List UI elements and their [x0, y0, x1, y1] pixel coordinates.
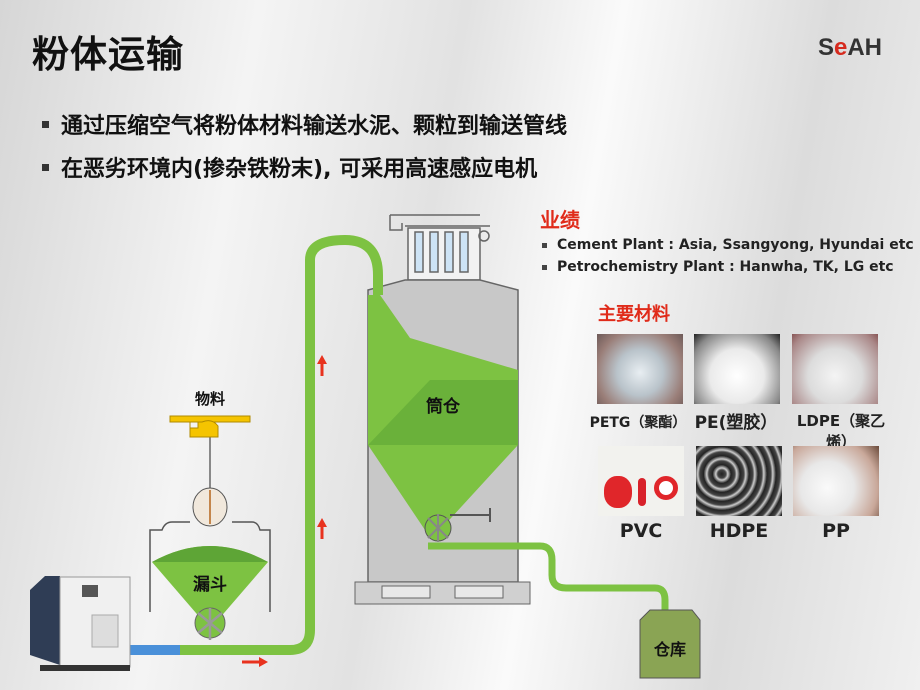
flow-arrow-right-icon	[242, 657, 268, 667]
hopper-label: 漏斗	[193, 575, 227, 595]
materials-heading: 主要材料	[598, 304, 670, 325]
bullet-text: 在恶劣环境内(掺杂铁粉末), 可采用高速感应电机	[61, 157, 538, 182]
conveying-pipe	[180, 234, 383, 655]
flow-arrow-up-icon	[317, 355, 327, 376]
seah-logo: SeAH	[817, 34, 882, 61]
achievement-item: Petrochemistry Plant : Hanwha, TK, LG et…	[542, 259, 894, 275]
material-label: PP	[822, 520, 850, 542]
air-compressor	[30, 576, 131, 671]
bullet-item: 通过压缩空气将粉体材料输送水泥、颗粒到输送管线	[42, 108, 567, 140]
pp-photo	[793, 446, 879, 516]
warehouse-label: 仓库	[653, 640, 686, 659]
material-label: PE(塑胶）	[694, 413, 778, 433]
material-inlet	[169, 415, 251, 438]
achievement-item: Cement Plant : Asia, Ssangyong, Hyundai …	[542, 237, 914, 253]
pe-photo	[694, 334, 780, 404]
material-label: PVC	[619, 520, 663, 542]
hopper	[149, 521, 271, 640]
warehouse	[639, 609, 701, 679]
flow-arrow-up-icon	[317, 518, 327, 539]
pvc-photo	[598, 446, 684, 516]
hdpe-photo	[696, 446, 782, 516]
material-label: 物料	[195, 390, 225, 408]
material-label: PETG（聚酯）	[589, 415, 687, 431]
silo	[354, 279, 531, 605]
petg-photo	[597, 334, 683, 404]
material-label: HDPE	[709, 520, 769, 542]
achievements-heading: 业绩	[540, 208, 580, 232]
bullet-item: 在恶劣环境内(掺杂铁粉末), 可采用高速感应电机	[42, 151, 537, 183]
page-title: 粉体运输	[32, 33, 184, 76]
ldpe-photo	[792, 334, 878, 404]
dust-filter	[389, 214, 490, 281]
discharge-pipe	[428, 542, 669, 612]
silo-label: 筒仓	[426, 396, 461, 417]
bullet-text: 通过压缩空气将粉体材料输送水泥、颗粒到输送管线	[61, 114, 568, 139]
